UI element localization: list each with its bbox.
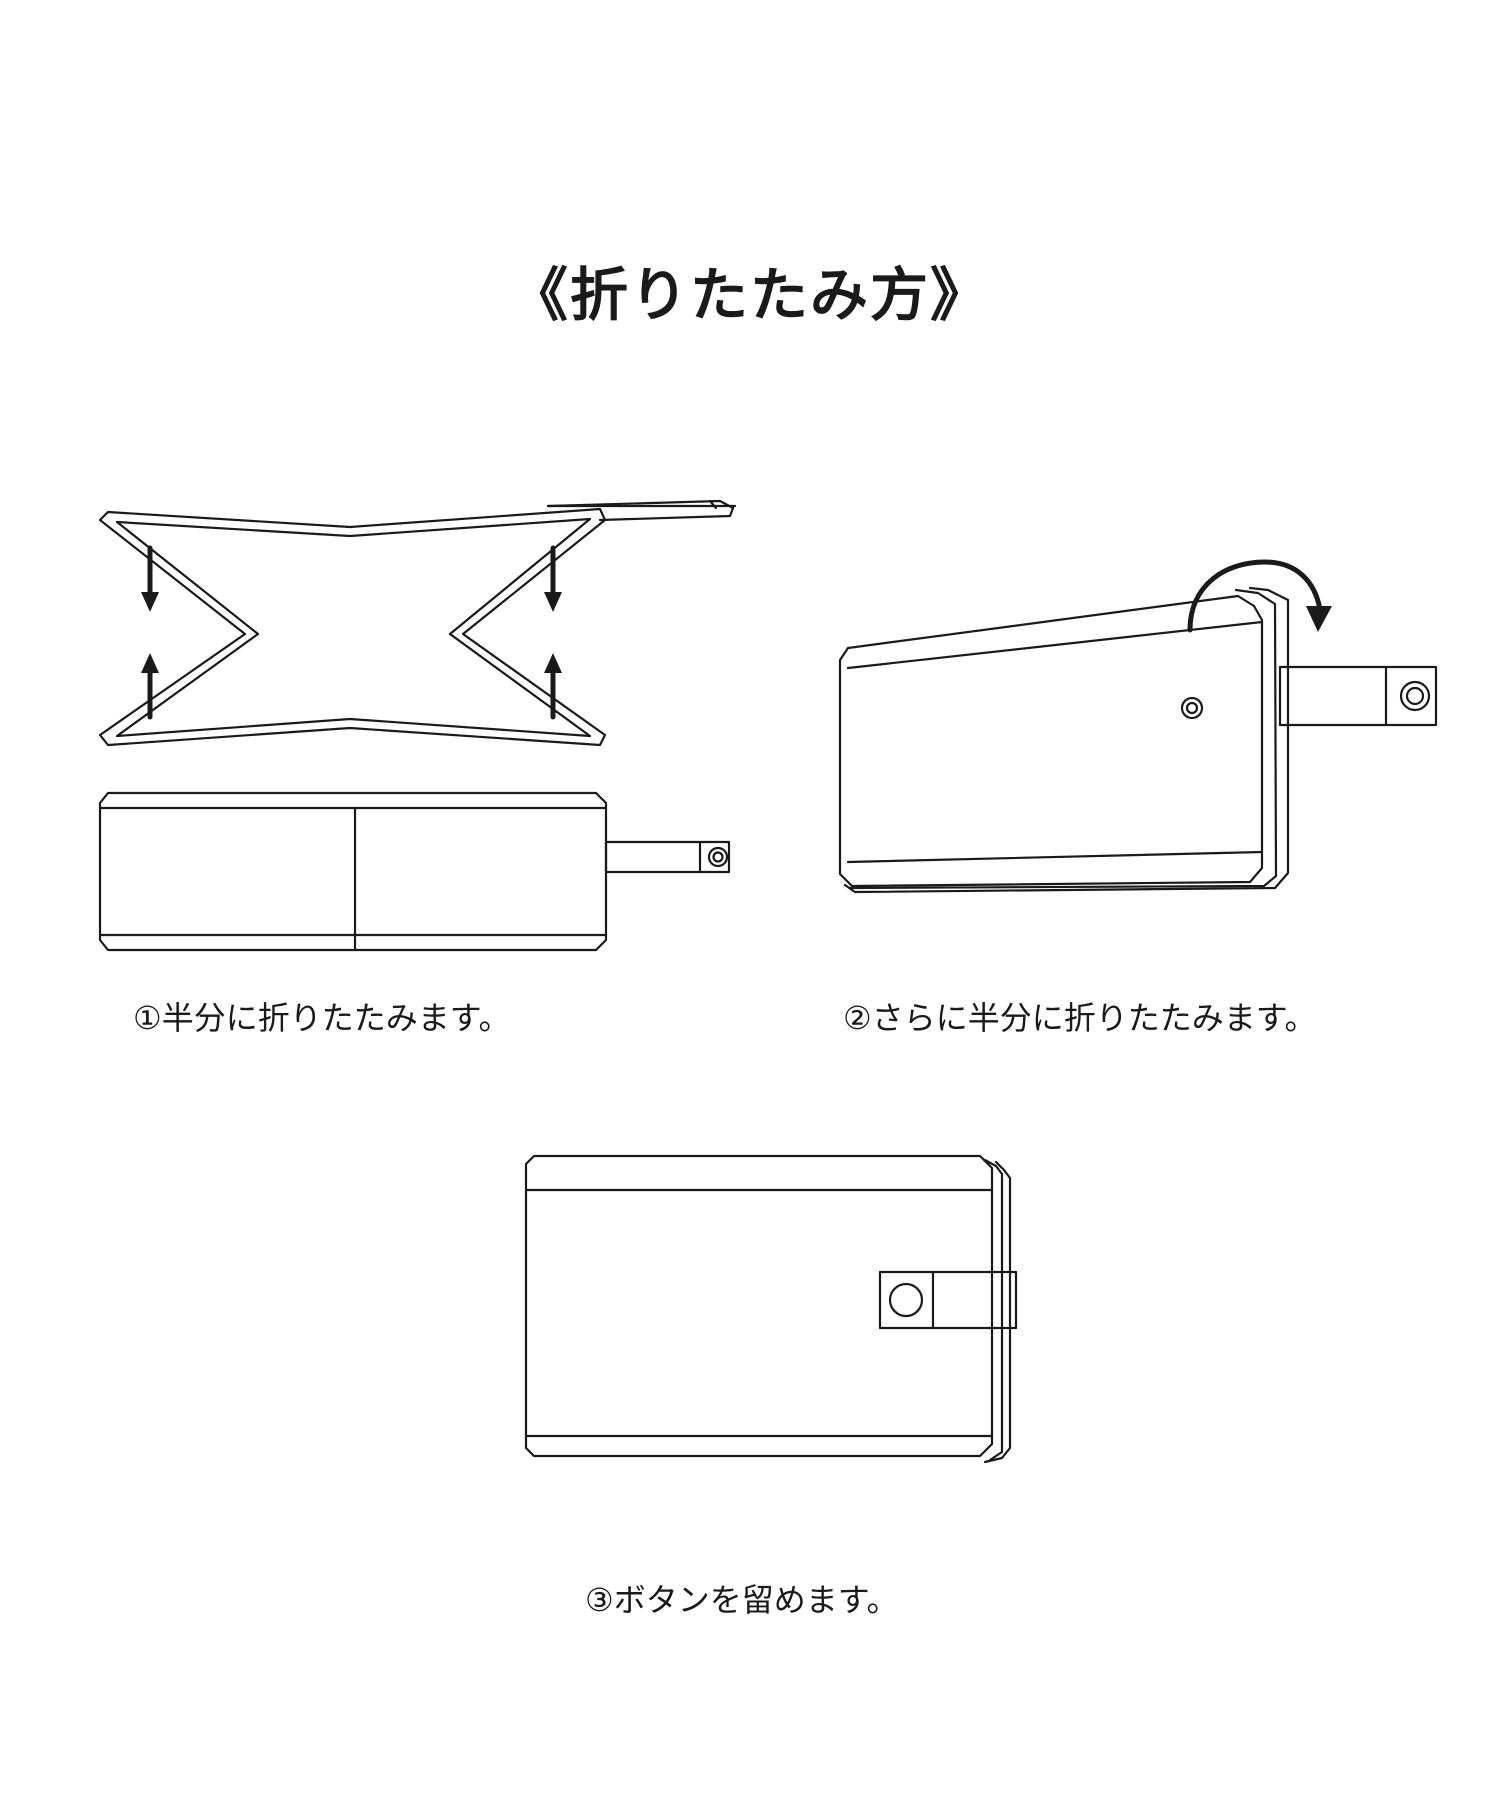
step1-folded-pouch bbox=[98, 791, 731, 952]
step2-folded-pouch bbox=[838, 559, 1438, 894]
step1-unfolded-pouch bbox=[98, 499, 737, 747]
page-title: 《折りたたみ方》 bbox=[509, 261, 990, 329]
step3-caption: ③ボタンを留めます。 bbox=[585, 1581, 899, 1619]
step3-fastened-pouch bbox=[524, 1154, 1018, 1464]
step2-caption: ②さらに半分に折りたたみます。 bbox=[843, 999, 1317, 1037]
step1-fold-arrows bbox=[141, 545, 562, 720]
step1-caption: ①半分に折りたたみます。 bbox=[133, 999, 511, 1037]
